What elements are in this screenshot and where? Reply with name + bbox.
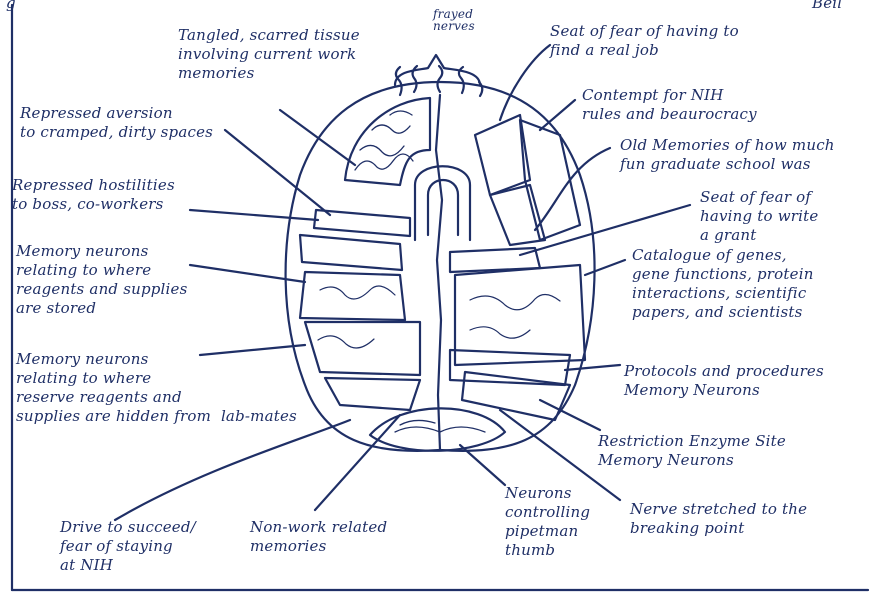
box-restriction bbox=[462, 372, 570, 420]
label-contempt-nih: Contempt for NIH rules and beaurocracy bbox=[582, 86, 757, 124]
leader-catalogue bbox=[585, 260, 625, 275]
label-tangled-tissue: Tangled, scarred tissue involving curren… bbox=[178, 26, 360, 83]
header-left-fragment: g bbox=[6, 0, 16, 13]
box-old-memories bbox=[490, 185, 545, 245]
label-repressed-aversion: Repressed aversion to cramped, dirty spa… bbox=[20, 104, 213, 142]
pipetman-lobe bbox=[370, 408, 505, 450]
label-fear-real-job: Seat of fear of having to find a real jo… bbox=[550, 22, 739, 60]
box-real-job bbox=[475, 115, 530, 195]
box-hidden bbox=[305, 322, 420, 375]
header-right-fragment: Beil bbox=[812, 0, 842, 13]
leader-tangled bbox=[280, 110, 355, 165]
leader-drive bbox=[115, 420, 350, 520]
box-reagents bbox=[300, 272, 405, 320]
label-frayed-nerves: frayed nerves bbox=[433, 8, 475, 32]
box-lower-left bbox=[325, 378, 420, 410]
box-grant bbox=[450, 248, 540, 272]
leader-protocols bbox=[565, 365, 620, 370]
label-memory-hidden: Memory neurons relating to where reserve… bbox=[16, 350, 297, 426]
tangled-tissue-region bbox=[345, 98, 430, 185]
label-restriction-enzyme: Restriction Enzyme Site Memory Neurons bbox=[598, 432, 786, 470]
label-drive-succeed: Drive to succeed/ fear of staying at NIH bbox=[60, 518, 196, 575]
leader-reagents bbox=[190, 265, 305, 282]
label-memory-reagents: Memory neurons relating to where reagent… bbox=[16, 242, 188, 318]
label-catalogue-genes: Catalogue of genes, gene functions, prot… bbox=[632, 246, 814, 322]
label-nerve-stretched: Nerve stretched to the breaking point bbox=[630, 500, 807, 538]
label-old-memories: Old Memories of how much fun graduate sc… bbox=[620, 136, 835, 174]
central-fissure bbox=[436, 95, 442, 450]
label-non-work: Non-work related memories bbox=[250, 518, 387, 556]
label-repressed-hostilities: Repressed hostilities to boss, co-worker… bbox=[12, 176, 175, 214]
leader-contempt bbox=[540, 100, 575, 130]
leader-fear-real-job bbox=[500, 45, 550, 120]
label-protocols: Protocols and procedures Memory Neurons bbox=[624, 362, 824, 400]
label-fear-grant: Seat of fear of having to write a grant bbox=[700, 188, 818, 245]
box-aversion bbox=[300, 235, 402, 270]
leader-hostilities bbox=[190, 210, 318, 220]
box-protocols bbox=[450, 350, 570, 385]
label-pipetman: Neurons controlling pipetman thumb bbox=[505, 484, 590, 560]
